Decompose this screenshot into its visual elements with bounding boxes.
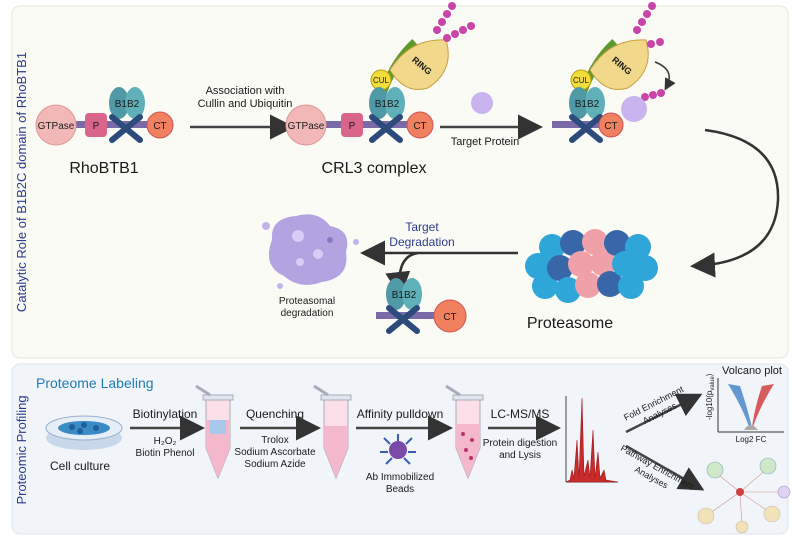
tube-3-icon xyxy=(445,384,484,480)
petri-dish-icon xyxy=(45,415,123,450)
tube-2-icon xyxy=(313,384,352,480)
target-protein-label: Target Protein xyxy=(451,136,519,148)
antibody-bead-icon xyxy=(380,434,416,465)
degraded-fragments-icon xyxy=(262,214,359,289)
svg-text:B1B2: B1B2 xyxy=(392,290,417,301)
target-protein-icon xyxy=(471,92,493,114)
cell-culture-label: Cell culture xyxy=(50,459,110,473)
svg-text:CT: CT xyxy=(153,121,166,132)
svg-text:Beads: Beads xyxy=(386,484,414,495)
svg-text:GTPase: GTPase xyxy=(288,121,325,132)
svg-text:CUL: CUL xyxy=(373,76,390,85)
crl3-title: CRL3 complex xyxy=(322,160,427,177)
svg-text:Sodium Ascorbate: Sodium Ascorbate xyxy=(234,447,316,458)
pathway-network-icon xyxy=(697,457,791,534)
curve-arrow xyxy=(690,128,780,278)
top-side-label: Catalytic Role of B1B2C domain of RhoBTB… xyxy=(14,52,29,312)
svg-text:degradation: degradation xyxy=(281,308,334,319)
b1b2-domain xyxy=(109,87,129,119)
svg-text:Sodium Azide: Sodium Azide xyxy=(244,459,306,470)
svg-text:B1B2: B1B2 xyxy=(575,99,600,110)
target-degradation-label: Target xyxy=(405,220,439,234)
mass-spectrum-icon xyxy=(565,396,619,483)
svg-text:P: P xyxy=(349,121,356,132)
svg-text:Log2 FC: Log2 FC xyxy=(736,435,767,444)
gtpase-domain xyxy=(35,104,77,146)
rhobtb1-protein: GTPase P B1B2 CT xyxy=(35,87,174,146)
svg-text:P: P xyxy=(93,121,100,132)
p-domain xyxy=(85,113,107,137)
svg-text:Trolox: Trolox xyxy=(261,435,288,446)
svg-text:and Lysis: and Lysis xyxy=(499,450,541,461)
svg-text:CT: CT xyxy=(604,121,617,132)
svg-text:CUL: CUL xyxy=(573,76,590,85)
bottom-side-label: Proteomic Profiling xyxy=(14,395,29,504)
proteasome-title: Proteasome xyxy=(527,315,613,332)
bound-complex: RING CUL B1B2 CT xyxy=(552,2,676,143)
rhobtb1-title: RhoBTB1 xyxy=(69,160,138,177)
svg-text:B1B2: B1B2 xyxy=(375,99,400,110)
crl3-complex: RING CUL GTPase P B1B2 CT xyxy=(285,2,475,146)
affinity-title: Affinity pulldown xyxy=(357,407,444,421)
volcano-plot-icon: Volcano plot -log10(pvalue) Log2 FC xyxy=(705,365,784,444)
svg-text:Degradation: Degradation xyxy=(389,235,454,249)
quenching-title: Quenching xyxy=(246,407,304,421)
tube-1-icon xyxy=(195,384,234,480)
svg-text:Biotin Phenol: Biotin Phenol xyxy=(136,448,195,459)
proteasomal-label: Proteasomal xyxy=(279,296,335,307)
svg-text:Protein digestion: Protein digestion xyxy=(483,438,558,449)
pathway-arrow xyxy=(625,444,705,491)
svg-text:-log10(pvalue): -log10(pvalue) xyxy=(705,373,716,420)
lcms-title: LC-MS/MS xyxy=(491,407,550,421)
biotinylation-title: Biotinylation xyxy=(133,407,198,421)
svg-text:Ab Immobilized: Ab Immobilized xyxy=(366,472,434,483)
ct-domain xyxy=(146,111,174,139)
svg-text:GTPase: GTPase xyxy=(38,121,75,132)
fold-arrow xyxy=(625,393,703,434)
volcano-title: Volcano plot xyxy=(722,365,782,377)
svg-text:CT: CT xyxy=(443,312,456,323)
proteasome-icon xyxy=(525,229,658,303)
association-label: Association with xyxy=(206,85,285,97)
svg-text:CT: CT xyxy=(413,121,426,132)
released-rhobtb1: B1B2 CT xyxy=(376,278,467,334)
svg-text:H₂O₂: H₂O₂ xyxy=(154,436,177,447)
proteome-labeling-heading: Proteome Labeling xyxy=(36,375,154,391)
svg-text:B1B2: B1B2 xyxy=(115,99,140,110)
svg-text:Cullin and Ubiquitin: Cullin and Ubiquitin xyxy=(198,98,293,110)
